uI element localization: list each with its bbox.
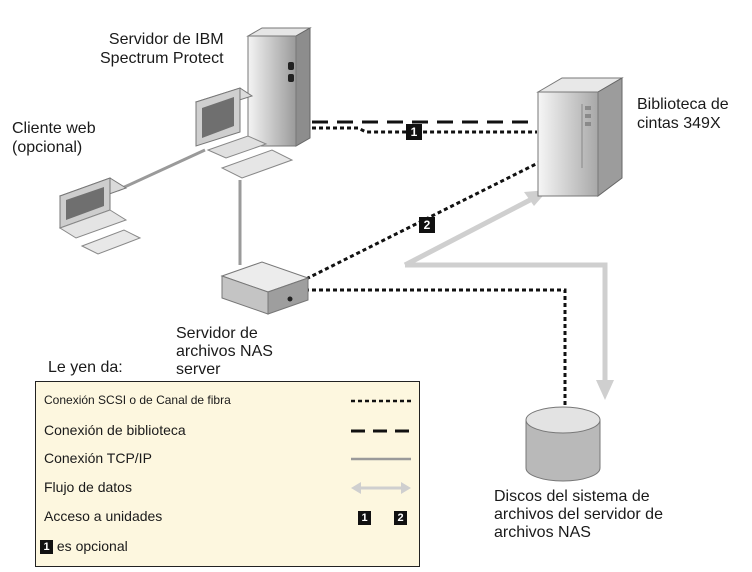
legend-tcpip-label: Conexión TCP/IP — [44, 450, 152, 466]
badge-2-text: 2 — [424, 218, 431, 232]
server-label-line-2: Spectrum Protect — [100, 50, 224, 67]
legend-badge-1: 1 — [358, 510, 372, 525]
legend-tcpip-sample — [351, 457, 411, 461]
library-label-line-2: cintas 349X — [637, 115, 721, 132]
web-client-label-line-2: (opcional) — [12, 139, 83, 156]
legend-row-library: Conexión de biblioteca — [44, 422, 186, 438]
web-client-label: Cliente web (opcional) — [12, 119, 96, 157]
server-console — [194, 87, 294, 179]
legend-drive-access-badges: 1 2 — [358, 509, 407, 527]
legend-data-flow-label: Flujo de datos — [44, 479, 132, 495]
legend-row-optional: 1 es opcional — [40, 538, 128, 555]
tcpip-connections — [117, 148, 242, 265]
legend-scsi-label: Conexión SCSI o de Canal de fibra — [44, 393, 231, 407]
legend-row-scsi: Conexión SCSI o de Canal de fibra — [44, 392, 231, 408]
badge-library-connection: 1 — [406, 124, 422, 140]
library-label: Biblioteca de cintas 349X — [637, 95, 729, 133]
disks-label-line-1: Discos del sistema de — [494, 488, 650, 505]
badge-1-text: 1 — [411, 125, 418, 139]
nas-server-label: Servidor de archivos NAS server — [176, 325, 273, 379]
legend-row-data-flow: Flujo de datos — [44, 479, 132, 495]
tape-library-cabinet — [536, 77, 624, 197]
nas-disks-cylinder — [525, 406, 601, 482]
legend-drive-access-label: Acceso a unidades — [44, 508, 163, 524]
legend-data-flow-sample — [351, 482, 411, 494]
library-label-line-1: Biblioteca de — [637, 96, 729, 113]
legend-title: Le yen da: — [48, 359, 123, 376]
server-tower — [246, 27, 312, 147]
legend-library-label: Conexión de biblioteca — [44, 422, 186, 438]
data-flow-head-disks — [596, 380, 614, 400]
scsi-connections — [299, 126, 567, 418]
server-label: Servidor de IBM Spectrum Protect — [100, 30, 224, 68]
legend-row-drive-access: Acceso a unidades — [44, 508, 162, 524]
badge-drive-access: 2 — [419, 217, 435, 233]
legend-badge-2: 2 — [394, 510, 407, 525]
disks-label-line-3: archivos NAS — [494, 524, 591, 541]
data-flow-arrow — [403, 197, 608, 385]
legend-row-tcpip: Conexión TCP/IP — [44, 450, 152, 466]
nas-server-label-line-1: Servidor de — [176, 325, 258, 342]
disks-label: Discos del sistema de archivos del servi… — [494, 488, 663, 542]
nas-server-label-line-3: server — [176, 361, 221, 378]
web-client-computer — [58, 177, 142, 255]
legend-library-sample — [351, 429, 411, 433]
legend-scsi-sample — [351, 399, 411, 403]
web-client-label-line-1: Cliente web — [12, 120, 96, 137]
legend-optional-badge: 1 — [40, 540, 53, 555]
nas-server-label-line-2: archivos NAS — [176, 343, 273, 360]
legend-box: Conexión SCSI o de Canal de fibra Conexi… — [35, 381, 420, 567]
nas-server-box — [220, 261, 310, 315]
server-label-line-1: Servidor de IBM — [108, 31, 224, 48]
legend-optional-label: es opcional — [56, 538, 128, 554]
disks-label-line-2: archivos del servidor de — [494, 506, 663, 523]
